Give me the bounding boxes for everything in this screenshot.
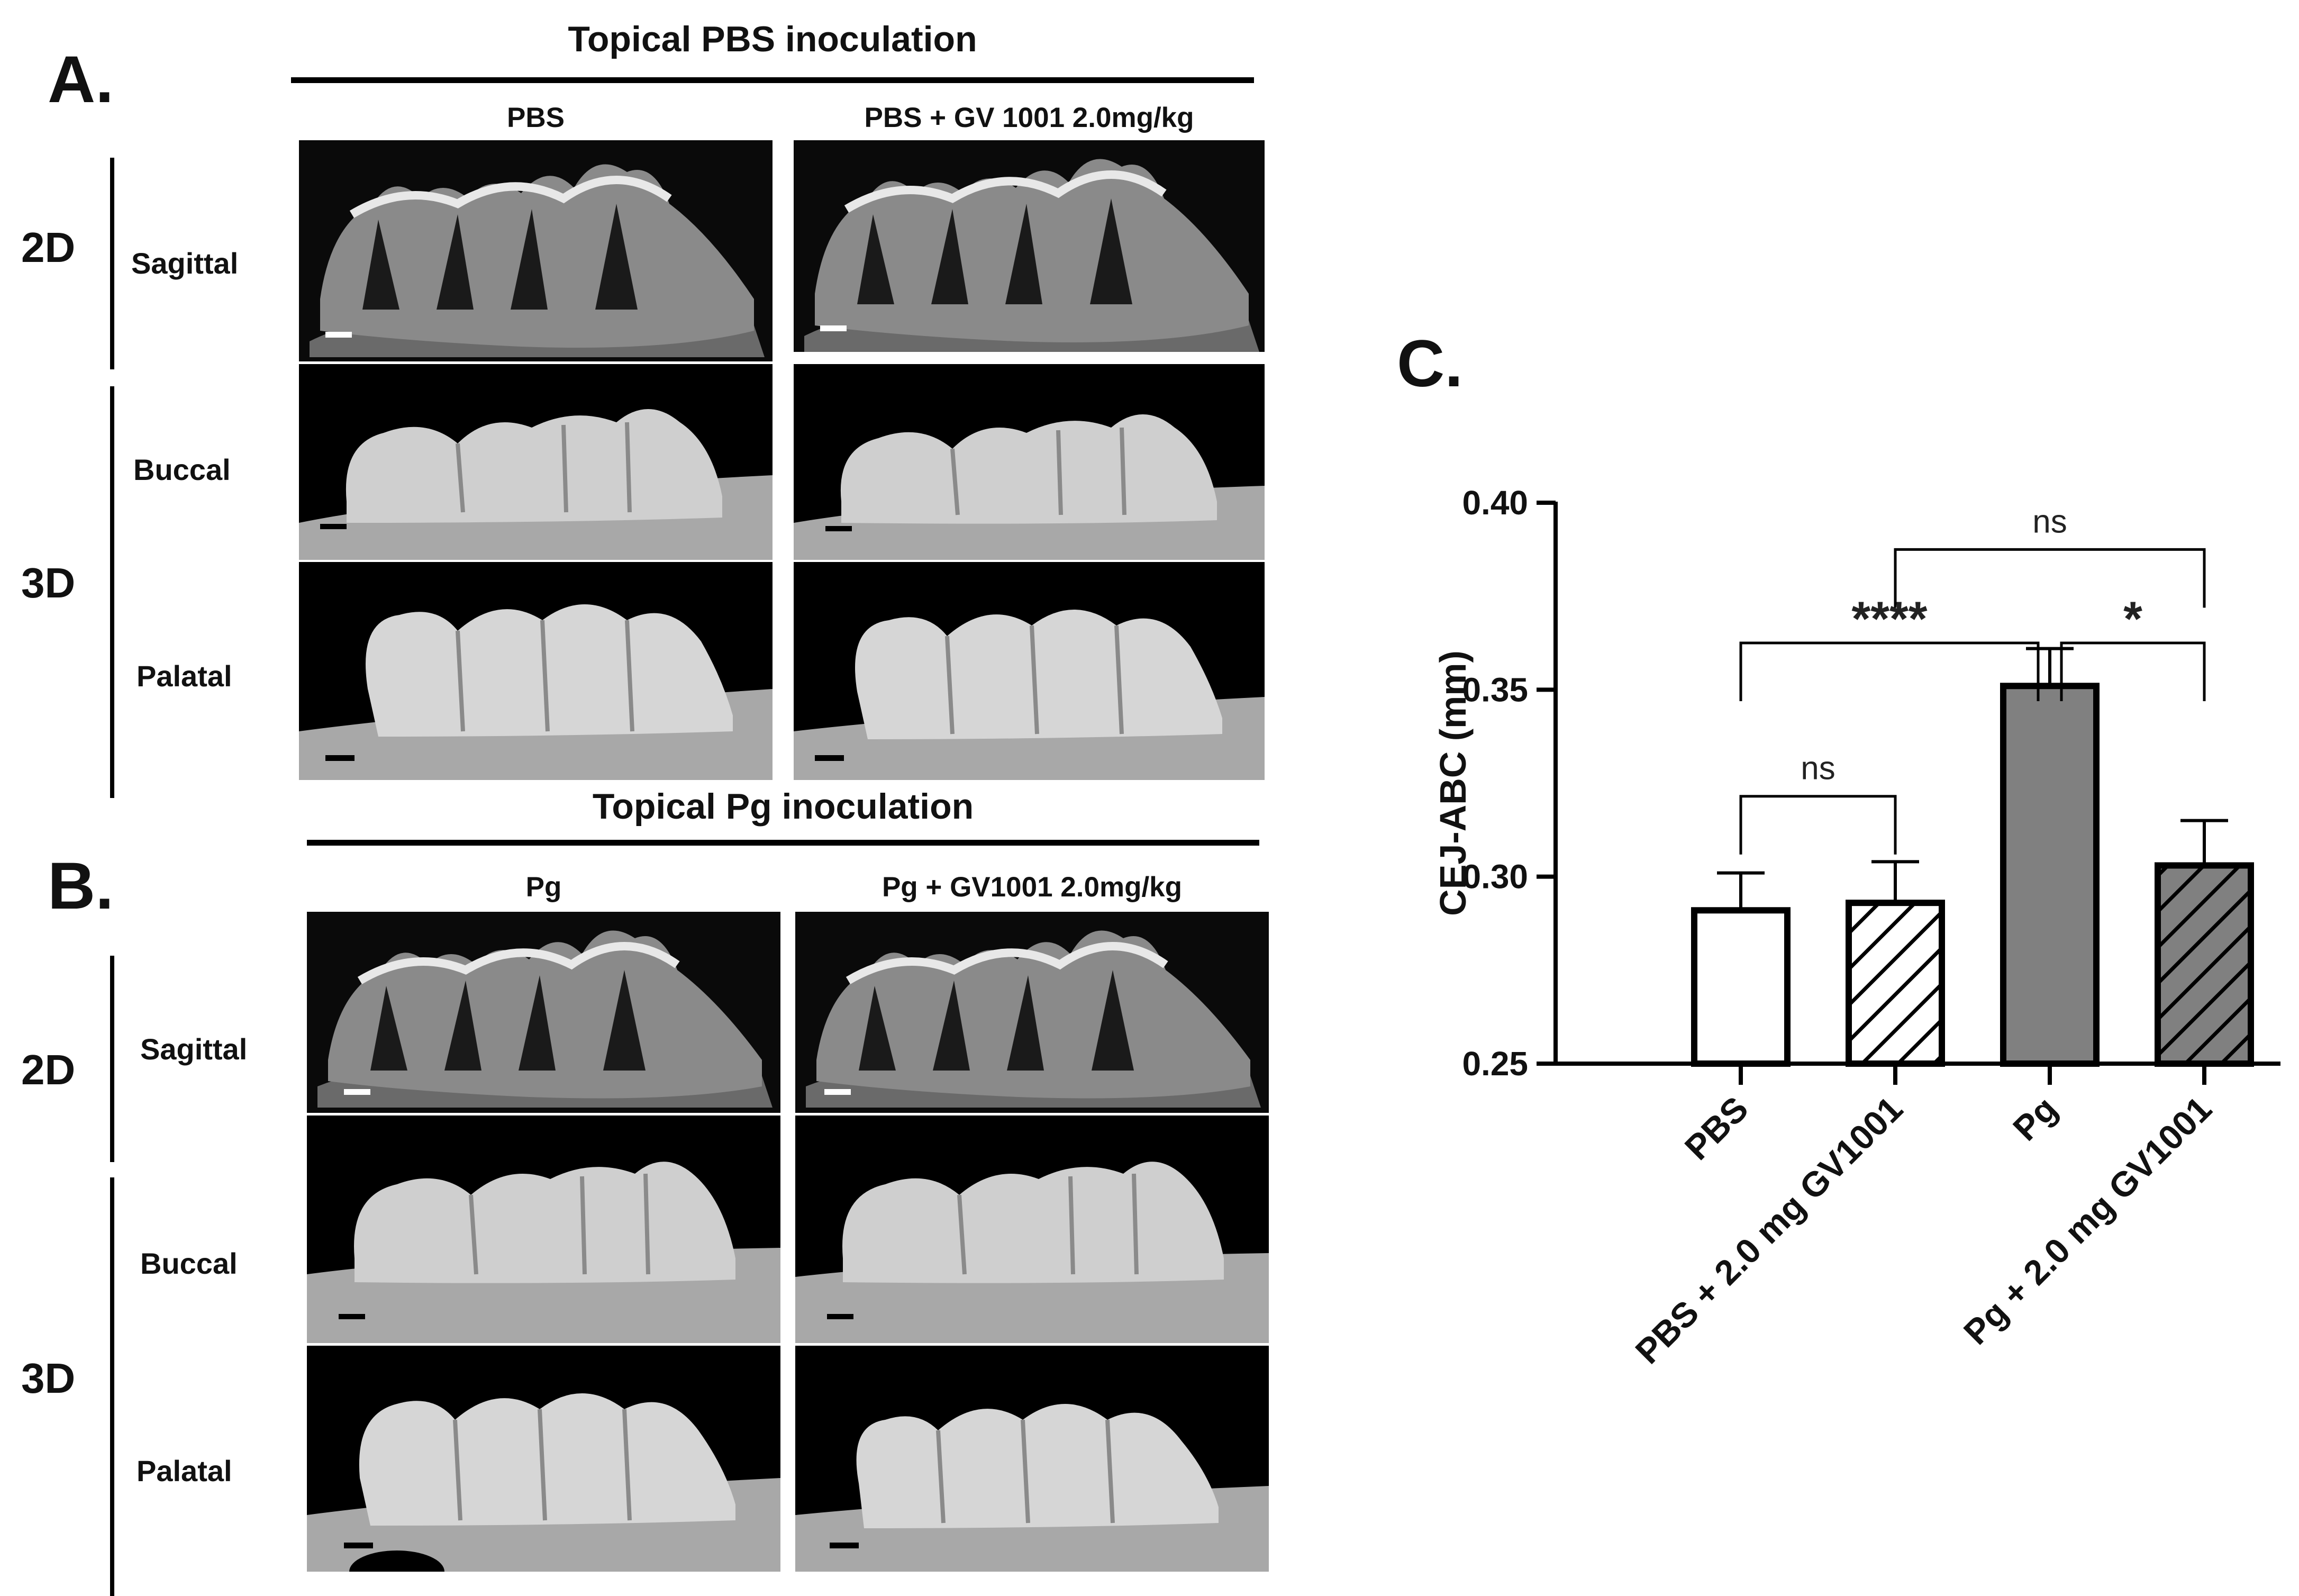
- bar-1: [1846, 900, 1945, 1067]
- panel-a-pbs-palatal-image: [299, 562, 773, 780]
- panel-b-pg-buccal-image: [307, 1116, 780, 1343]
- panel-b-palatal-label: Palatal: [137, 1454, 232, 1488]
- panel-b-3d-label: 3D: [21, 1355, 76, 1402]
- y-tick-label-1: 0.30: [1462, 858, 1528, 896]
- panel-a-col-pbs-gv1001: PBS + GV 1001 2.0mg/kg: [864, 102, 1194, 133]
- panel-a-buccal-label: Buccal: [133, 453, 231, 486]
- panel-a-pbs-buccal-image: [299, 364, 773, 560]
- panel-b-letter: B.: [48, 849, 114, 923]
- panel-b-pg-sagittal-image: [307, 912, 780, 1113]
- y-axis-label: CEJ-ABC (mm): [1432, 650, 1474, 916]
- bar-3: [2155, 862, 2254, 1067]
- panel-b-pg-gv1001-palatal-image: [795, 1346, 1269, 1572]
- panel-b-3d-bracket: [110, 1177, 114, 1596]
- panel-a-2d-label: 2D: [21, 224, 76, 271]
- significance-label-3: ns: [2032, 503, 2067, 540]
- panel-a-pbs-gv1001-buccal-image: [794, 364, 1265, 560]
- panel-b-2d-bracket: [110, 956, 114, 1162]
- significance-bracket-0: [1739, 795, 1897, 855]
- panel-a-pbs-gv1001-sagittal-image: [794, 140, 1265, 352]
- bar-0: [1691, 907, 1791, 1067]
- significance-bracket-3: [1894, 548, 2206, 608]
- significance-label-0: ns: [1801, 750, 1835, 787]
- panel-a-heading: Topical PBS inoculation: [568, 19, 977, 59]
- panel-a-3d-label: 3D: [21, 559, 76, 606]
- panel-a-col-pbs: PBS: [507, 102, 565, 133]
- panel-a-sagittal-label: Sagittal: [131, 247, 239, 280]
- panel-b-col-pg-gv1001: Pg + GV1001 2.0mg/kg: [882, 872, 1183, 903]
- significance-label-1: ****: [1851, 592, 1927, 646]
- panel-a-3d-bracket: [110, 386, 114, 798]
- panel-b-pg-gv1001-buccal-image: [795, 1116, 1269, 1343]
- y-tick-label-3: 0.40: [1462, 484, 1528, 522]
- x-tick-label-3: Pg + 2.0 mg GV1001: [1956, 1089, 2219, 1352]
- y-tick-label-2: 0.35: [1462, 670, 1528, 709]
- panel-a-letter: A.: [48, 43, 114, 116]
- x-tick-label-1: PBS + 2.0 mg GV1001: [1628, 1089, 1910, 1372]
- panel-b-heading-rule: [307, 840, 1259, 846]
- bar-2: [2000, 683, 2100, 1067]
- panel-a-pbs-gv1001-palatal-image: [794, 562, 1265, 780]
- y-tick-label-0: 0.25: [1462, 1045, 1528, 1083]
- x-tick-label-2: Pg: [2005, 1089, 2065, 1148]
- panel-a-palatal-label: Palatal: [137, 659, 232, 693]
- panel-b-buccal-label: Buccal: [140, 1247, 238, 1280]
- panel-b-heading: Topical Pg inoculation: [592, 786, 974, 827]
- significance-bracket-1: [1739, 641, 2040, 701]
- panel-c-letter: C.: [1397, 327, 1463, 401]
- panel-a-heading-rule: [291, 77, 1254, 83]
- significance-label-2: *: [2123, 592, 2142, 646]
- panel-b-2d-label: 2D: [21, 1046, 76, 1093]
- panel-b-pg-palatal-image: [307, 1346, 780, 1572]
- panel-b-col-pg: Pg: [525, 872, 562, 903]
- panel-b-pg-gv1001-sagittal-image: [795, 912, 1269, 1113]
- panel-a-2d-bracket: [110, 158, 114, 369]
- panel-a-pbs-sagittal-image: [299, 140, 773, 361]
- x-tick-label-0: PBS: [1677, 1089, 1756, 1167]
- panel-b-sagittal-label: Sagittal: [140, 1032, 248, 1066]
- significance-bracket-2: [2060, 641, 2206, 701]
